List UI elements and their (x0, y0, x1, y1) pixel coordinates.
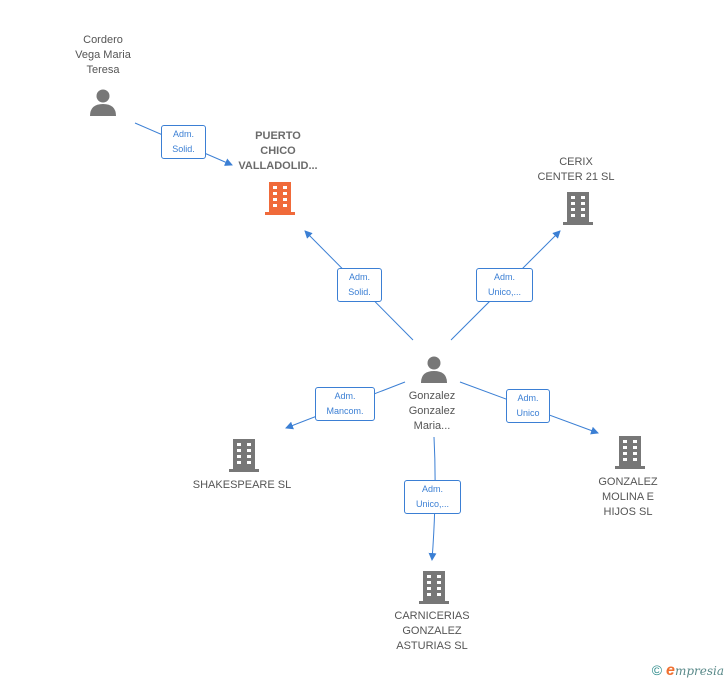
brand-logo-text: mpresia (674, 664, 724, 678)
node-label-gonzalez-person: Gonzalez Gonzalez Maria... (408, 390, 456, 432)
node-label-gonzalez-molina: GONZALEZ MOLINA E HIJOS SL (598, 476, 658, 518)
person-icon[interactable] (419, 354, 449, 384)
copyright-icon: © (651, 662, 663, 678)
person-icon[interactable] (88, 87, 118, 117)
brand-logo-initial: e (666, 662, 675, 679)
empresia-footer[interactable]: ©empresia (652, 662, 724, 680)
building-icon[interactable] (228, 438, 260, 472)
node-label-carnicerias: CARNICERIAS GONZALEZ ASTURIAS SL (394, 610, 470, 652)
edge-label-gonzalez-puerto[interactable]: Adm. Solid. (337, 268, 382, 302)
node-label-puerto-chico: PUERTO CHICO VALLADOLID... (238, 130, 318, 172)
building-icon[interactable] (614, 435, 646, 469)
building-icon[interactable] (264, 181, 296, 215)
building-icon[interactable] (418, 570, 450, 604)
edge-label-gonzalez-carnicerias[interactable]: Adm. Unico,... (404, 480, 461, 514)
node-label-cerix: CERIX CENTER 21 SL (537, 156, 615, 183)
edge-label-cordero-puerto[interactable]: Adm. Solid. (161, 125, 206, 159)
edge-label-gonzalez-shakespeare[interactable]: Adm. Mancom. (315, 387, 375, 421)
edge-label-gonzalez-molina[interactable]: Adm. Unico (506, 389, 550, 423)
node-label-shakespeare: SHAKESPEARE SL (192, 479, 292, 491)
node-label-cordero: Cordero Vega Maria Teresa (75, 34, 131, 76)
building-icon[interactable] (562, 191, 594, 225)
edge-label-gonzalez-cerix[interactable]: Adm. Unico,... (476, 268, 533, 302)
